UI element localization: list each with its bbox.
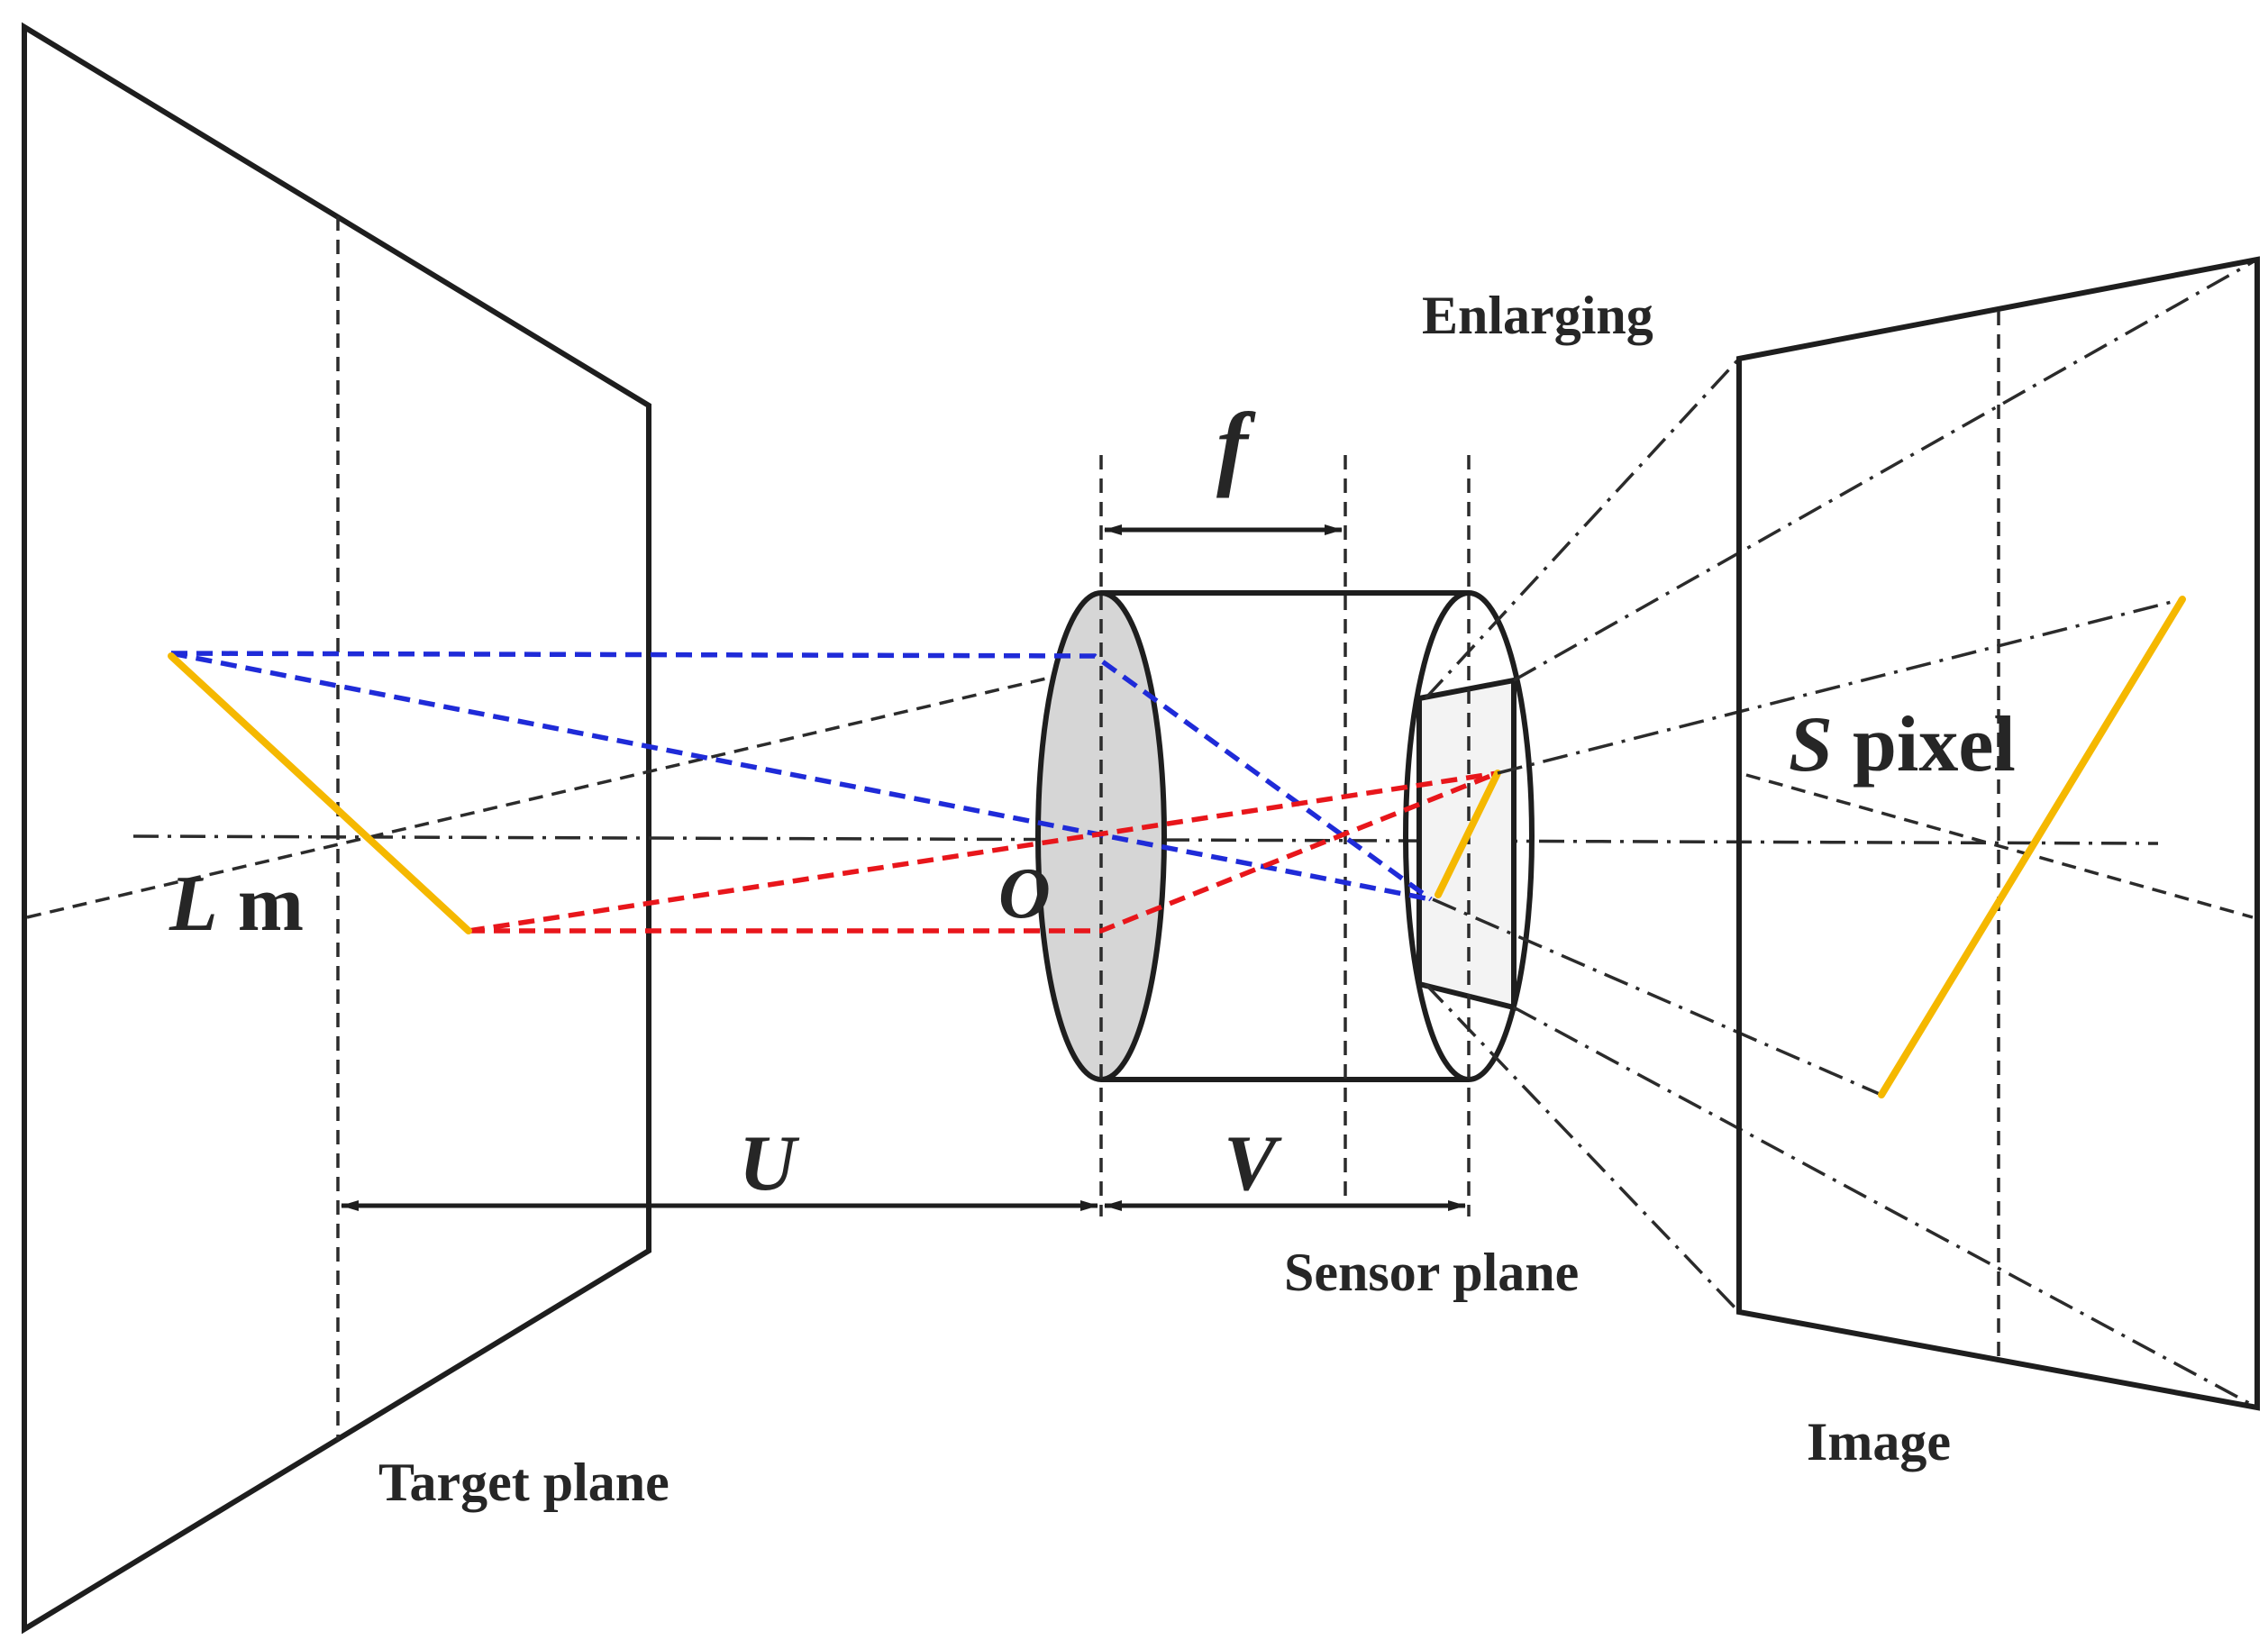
projection-line-4 bbox=[1432, 897, 1882, 1097]
target-plane-label: Target plane bbox=[378, 1453, 669, 1512]
image-distance-label: V bbox=[1224, 1120, 1282, 1207]
ray-bottom-parallel bbox=[469, 770, 1499, 934]
projection-line-5 bbox=[1513, 1006, 2258, 1409]
ray-bottom-chief bbox=[468, 770, 1498, 934]
s-pixel-label: S pixel bbox=[1789, 701, 2016, 788]
sensor-plane-label: Sensor plane bbox=[1284, 1243, 1579, 1302]
target-plane bbox=[22, 22, 1105, 1635]
sensor-disc bbox=[1403, 590, 1535, 1082]
projection-line-3 bbox=[1497, 597, 2183, 775]
enlarging-projection-lines bbox=[1424, 258, 2258, 1409]
image-plane-outline bbox=[1736, 256, 2260, 1411]
object-distance-label: U bbox=[739, 1120, 800, 1207]
l-symbol: L bbox=[169, 861, 218, 948]
l-unit: m bbox=[238, 861, 304, 948]
image-plane bbox=[1736, 256, 2260, 1411]
dimension-arrows bbox=[341, 524, 1466, 1211]
enlarging-label: Enlarging bbox=[1422, 286, 1653, 345]
s-symbol: S bbox=[1789, 701, 1833, 788]
image-plane-projection-line bbox=[1745, 773, 2254, 919]
target-plane-projection-line bbox=[26, 663, 1105, 919]
ray-top-parallel bbox=[170, 651, 1433, 902]
optical-axis bbox=[132, 834, 2159, 845]
optical-center-label: O bbox=[998, 854, 1051, 934]
l-m-label: L m bbox=[169, 861, 304, 948]
light-rays bbox=[170, 651, 1499, 934]
s-unit: pixel bbox=[1853, 701, 2016, 788]
image-label: Image bbox=[1807, 1412, 1951, 1471]
object-segment bbox=[168, 652, 472, 934]
ray-top-chief bbox=[170, 651, 1432, 902]
sensor-image-segment bbox=[1435, 770, 1501, 898]
projection-line-1 bbox=[1424, 357, 1741, 700]
image-segment bbox=[1878, 596, 2186, 1098]
projection-line-6 bbox=[1424, 982, 1741, 1314]
focal-length-label: f bbox=[1216, 393, 1256, 498]
target-plane-outline bbox=[22, 22, 651, 1635]
camera-lens-assembly bbox=[1035, 455, 1535, 1216]
projection-line-2 bbox=[1513, 258, 2258, 682]
